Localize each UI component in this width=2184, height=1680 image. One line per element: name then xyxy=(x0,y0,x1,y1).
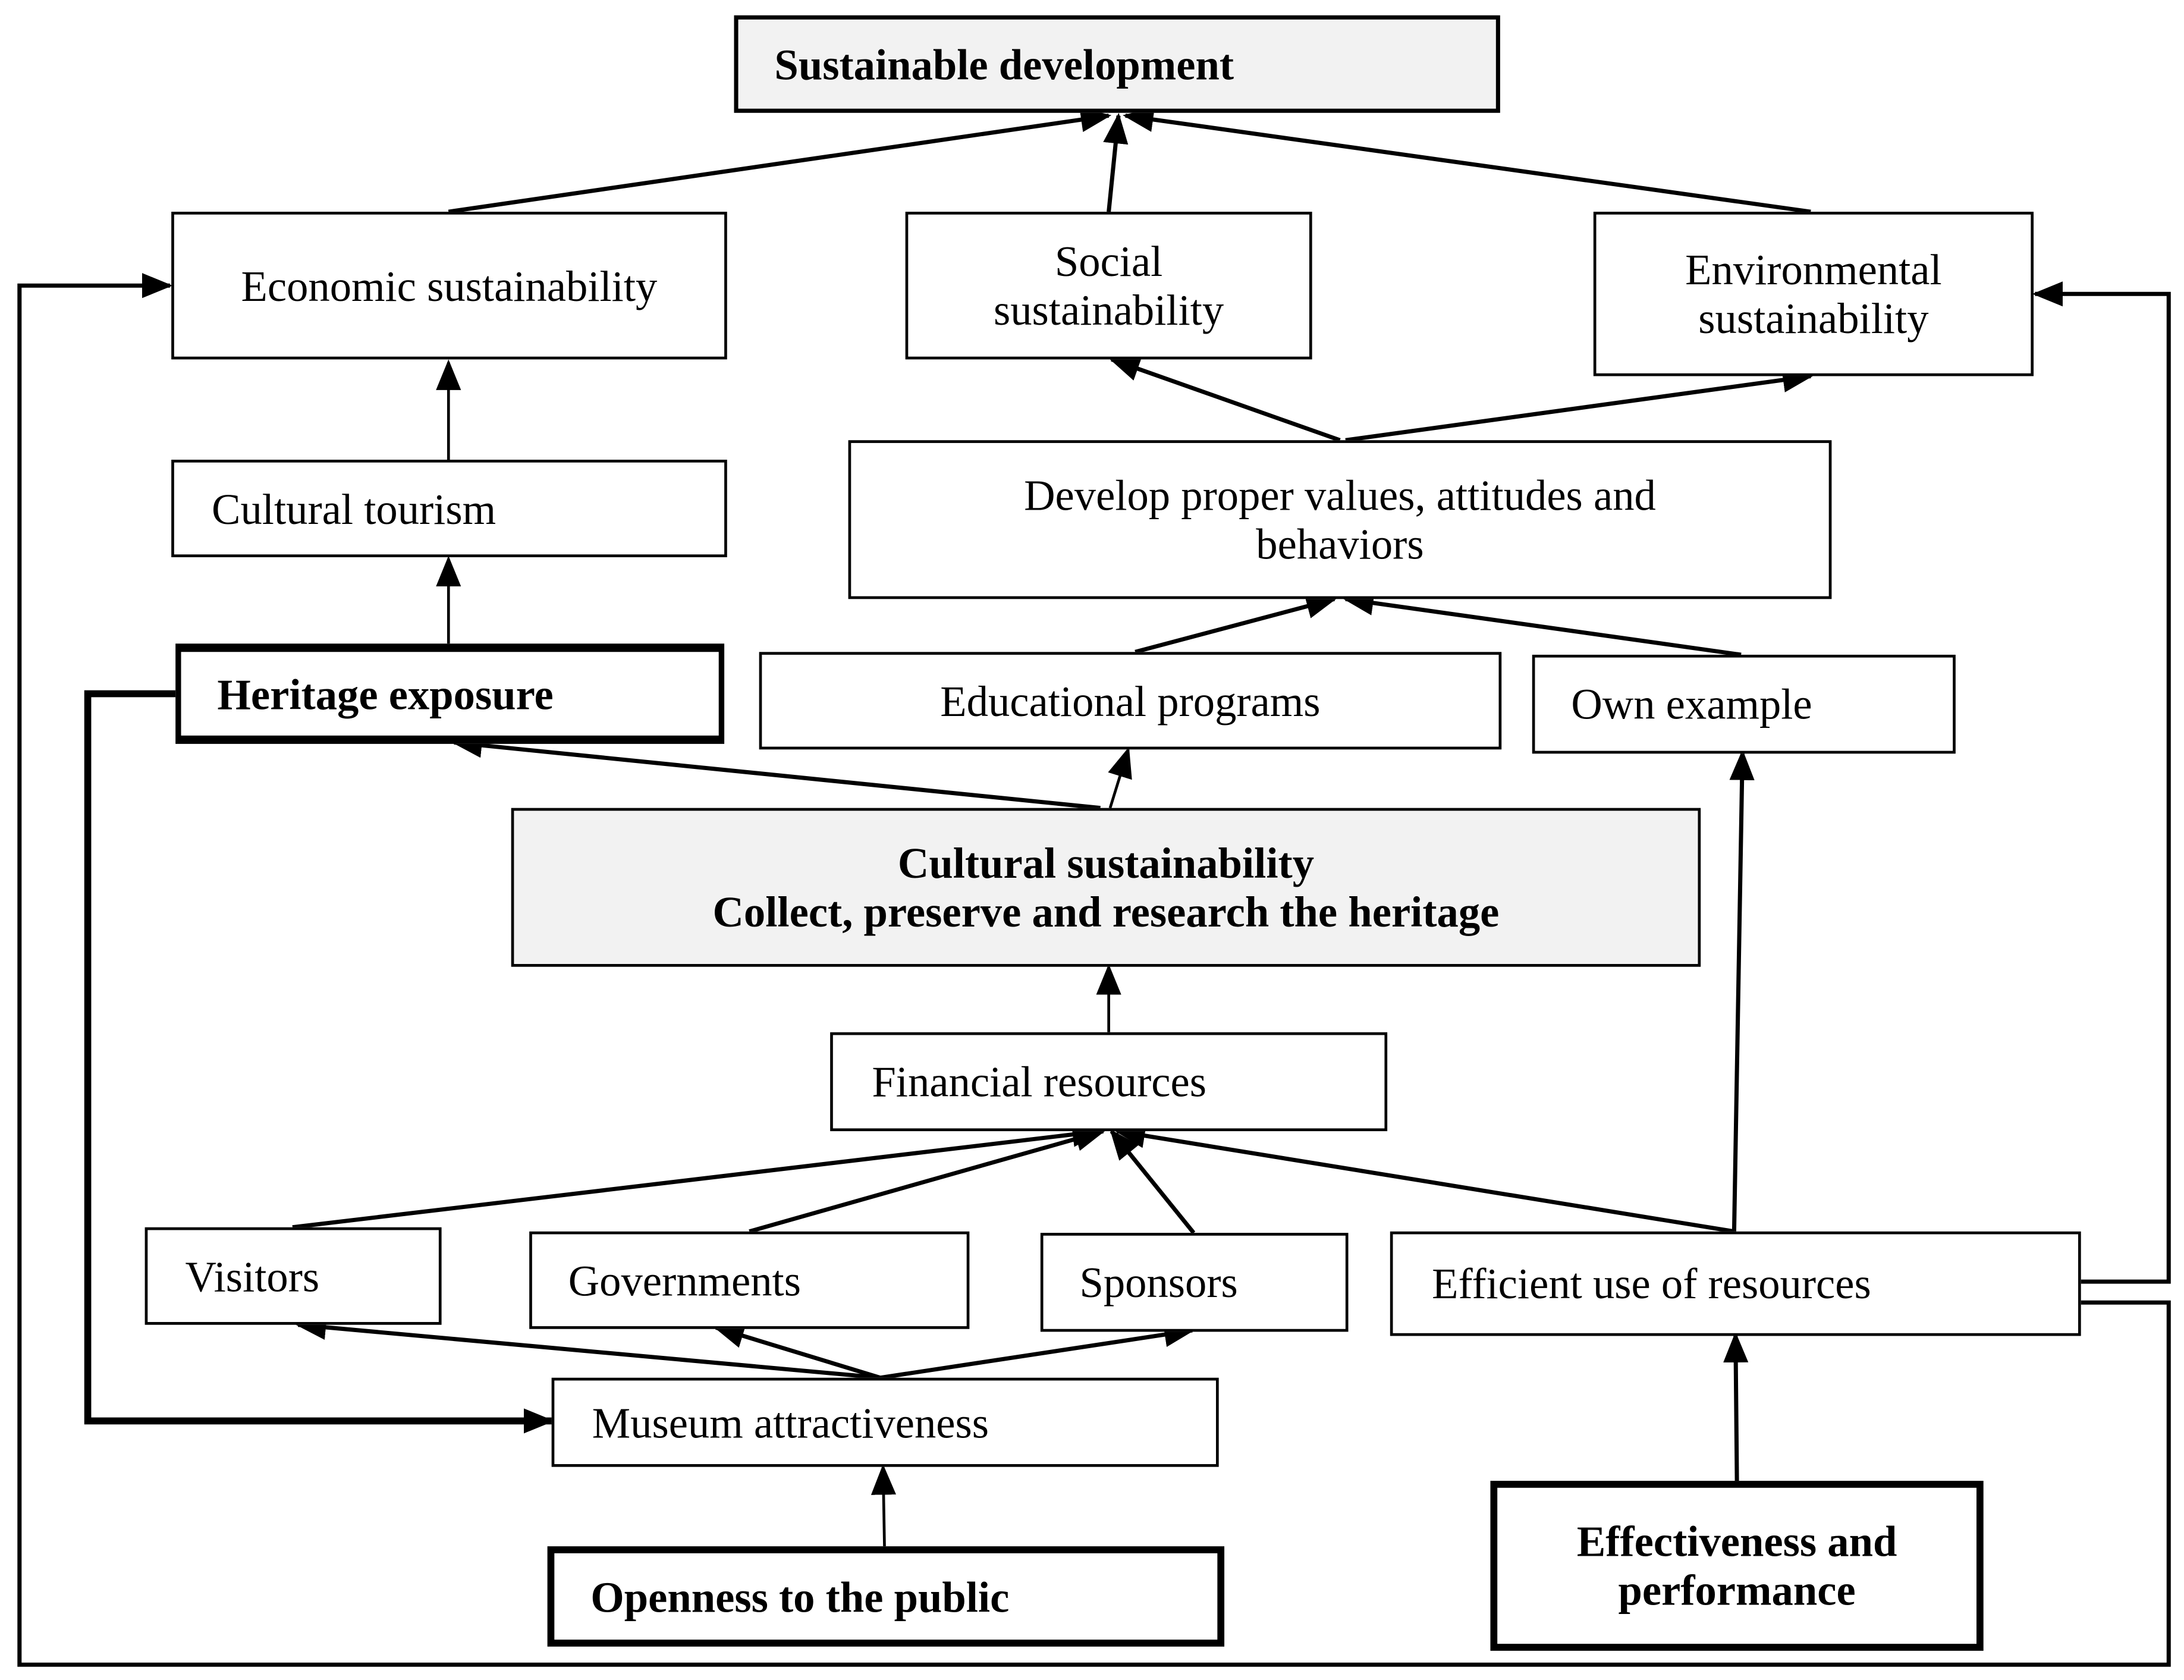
node-sustainable-development: Sustainable development xyxy=(734,15,1500,113)
node-sponsors: Sponsors xyxy=(1040,1233,1349,1332)
node-label: Financial resources xyxy=(872,1057,1207,1106)
node-visitors: Visitors xyxy=(144,1227,442,1325)
node-label: Efficient use of resources xyxy=(1432,1259,1871,1308)
node-label: Visitors xyxy=(185,1251,320,1301)
node-financial-resources: Financial resources xyxy=(830,1032,1388,1132)
node-develop-values: Develop proper values, attitudes and beh… xyxy=(848,440,1832,599)
edge-museum-to-visitors xyxy=(295,1314,881,1380)
edge-cultural-to-heritage xyxy=(451,733,1101,811)
node-label: Cultural sustainability Collect, preserv… xyxy=(712,839,1500,937)
node-environmental-sustainability: Environmental sustainability xyxy=(1593,212,2034,376)
edge-environmental-to-sd xyxy=(1123,107,1811,214)
node-label: Economic sustainability xyxy=(241,261,658,310)
edge-economic-to-sd xyxy=(448,107,1112,214)
edge-own-to-values xyxy=(1343,590,1742,657)
edge-values-to-environmental xyxy=(1345,367,1814,442)
edge-values-to-social xyxy=(1108,357,1341,442)
edge-museum-to-sponsors xyxy=(879,1322,1195,1380)
node-efficient-use: Efficient use of resources xyxy=(1390,1231,2081,1336)
edge-efficient-to-financial xyxy=(1114,1123,1734,1234)
node-heritage-exposure: Heritage exposure xyxy=(175,643,725,744)
edge-social-to-sd xyxy=(1103,112,1129,212)
edge-heritage-to-museum xyxy=(84,690,555,1434)
node-label: Openness to the public xyxy=(590,1572,1010,1621)
node-label: Environmental sustainability xyxy=(1685,245,1942,343)
node-openness: Openness to the public xyxy=(547,1546,1225,1647)
node-cultural-tourism: Cultural tourism xyxy=(171,460,727,557)
node-museum-attractiveness: Museum attractiveness xyxy=(551,1377,1219,1467)
node-educational-programs: Educational programs xyxy=(759,652,1502,750)
node-label: Cultural tourism xyxy=(212,484,496,533)
node-social-sustainability: Social sustainability xyxy=(905,212,1312,360)
edge-governments-to-financial xyxy=(749,1126,1106,1234)
node-governments: Governments xyxy=(529,1231,970,1329)
node-label: Heritage exposure xyxy=(217,669,554,718)
node-own-example: Own example xyxy=(1532,654,1956,754)
node-cultural-sustainability: Cultural sustainability Collect, preserv… xyxy=(511,808,1701,967)
node-label: Educational programs xyxy=(940,676,1321,726)
edge-educational-to-values xyxy=(1135,594,1337,654)
edge-efficient-to-economic xyxy=(17,273,2171,1667)
edge-sponsors-to-financial xyxy=(1110,1129,1196,1235)
node-label: Social sustainability xyxy=(993,237,1224,335)
node-label: Museum attractiveness xyxy=(592,1398,989,1447)
edge-museum-to-governments xyxy=(713,1323,881,1380)
node-label: Own example xyxy=(1571,680,1812,729)
edge-cultural-to-educational xyxy=(1108,746,1132,809)
edge-effectiveness-to-efficient xyxy=(1723,1332,1749,1481)
node-label: Governments xyxy=(568,1255,802,1305)
node-label: Sponsors xyxy=(1079,1258,1238,1307)
edge-efficient-to-environmental xyxy=(2032,281,2171,1284)
node-effectiveness: Effectiveness and performance xyxy=(1490,1481,1984,1651)
edge-openness-to-museum xyxy=(871,1464,897,1547)
edge-visitors-to-financial xyxy=(292,1122,1104,1230)
node-label: Effectiveness and performance xyxy=(1576,1516,1897,1615)
edge-efficient-to-own xyxy=(1729,749,1755,1232)
node-label: Sustainable development xyxy=(774,39,1234,89)
node-label: Develop proper values, attitudes and beh… xyxy=(1024,470,1656,569)
node-economic-sustainability: Economic sustainability xyxy=(171,212,727,360)
